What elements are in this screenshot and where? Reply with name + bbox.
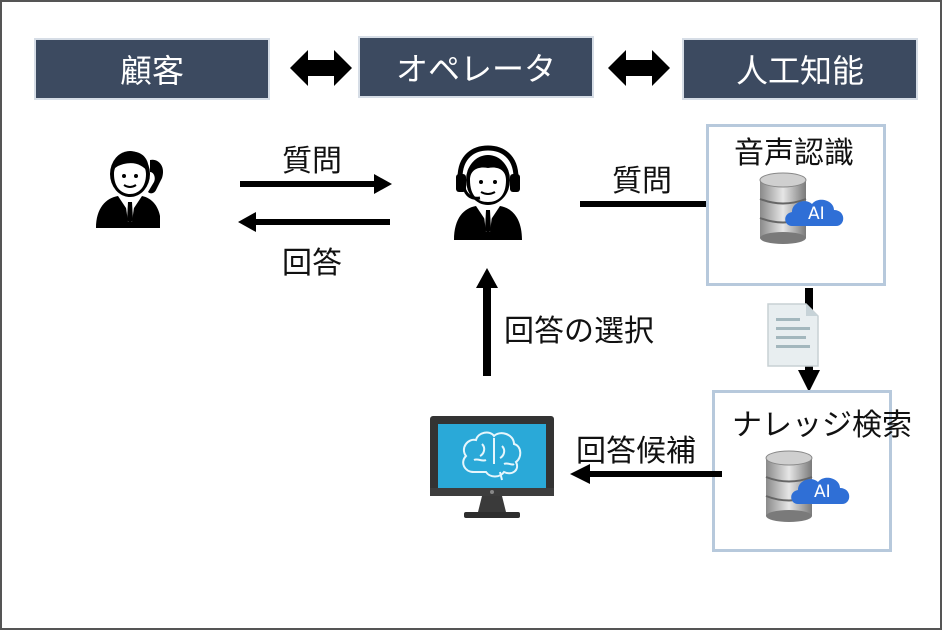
arrow-answer-selection bbox=[476, 268, 498, 376]
monitor-with-brain-icon bbox=[430, 416, 554, 518]
header-ai: 人工知能 bbox=[682, 38, 918, 100]
double-arrow-icon bbox=[608, 50, 670, 86]
label-answer-candidates: 回答候補 bbox=[576, 434, 696, 469]
arrow-question-to-operator bbox=[240, 174, 392, 194]
label-answer-to-customer: 回答 bbox=[282, 246, 342, 281]
header-customer-label: 顧客 bbox=[119, 52, 184, 90]
module-speech-recognition-title: 音声認識 bbox=[734, 136, 854, 171]
header-customer: 顧客 bbox=[34, 38, 270, 100]
database-cloud-icon bbox=[765, 450, 850, 522]
label-question-to-ai: 質問 bbox=[612, 164, 672, 199]
module-knowledge-search-title: ナレッジ検索 bbox=[732, 408, 912, 443]
person-with-headset-icon bbox=[454, 145, 522, 240]
arrow-answer-candidates bbox=[570, 464, 722, 484]
module-knowledge-search-badge: AI bbox=[814, 482, 831, 502]
label-question-to-operator: 質問 bbox=[282, 144, 342, 179]
arrow-answer-to-customer bbox=[238, 212, 390, 232]
header-operator: オペレータ bbox=[358, 36, 594, 98]
database-cloud-icon bbox=[759, 172, 844, 244]
double-arrow-icon bbox=[290, 50, 352, 86]
header-ai-label: 人工知能 bbox=[735, 52, 864, 90]
header-operator-label: オペレータ bbox=[395, 50, 556, 88]
module-speech-recognition-badge: AI bbox=[808, 204, 825, 224]
document-icon bbox=[767, 303, 819, 367]
label-answer-selection: 回答の選択 bbox=[504, 314, 654, 349]
person-with-phone-icon bbox=[96, 151, 164, 228]
